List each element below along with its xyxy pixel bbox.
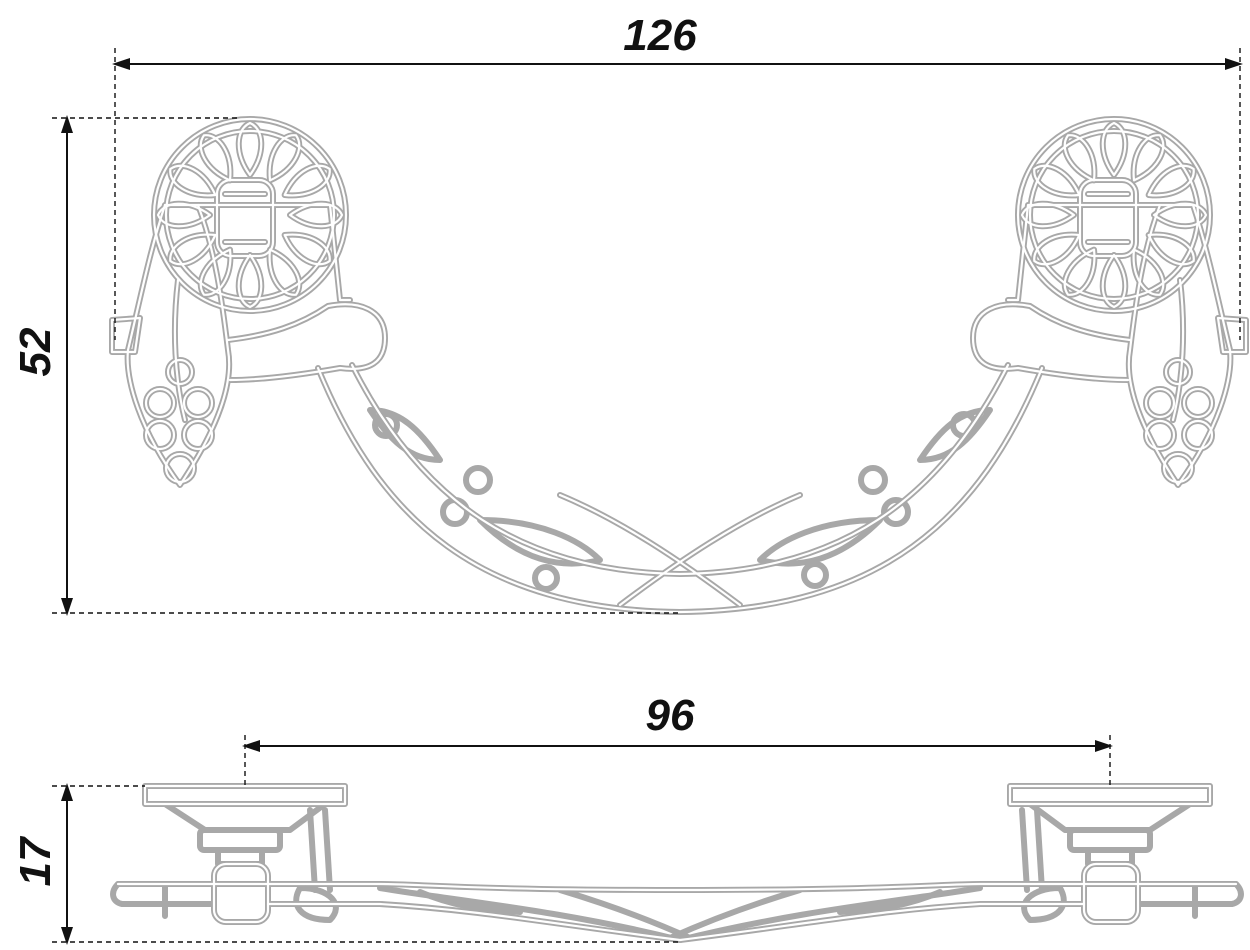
dimension-width [112,48,1243,340]
side-view-handle [110,783,1244,943]
depth-dimension-label: 17 [11,835,60,886]
dimension-height [52,115,680,616]
front-view-handle [112,119,1246,615]
dimension-depth [52,783,680,945]
hole-distance-dimension-label: 96 [646,691,695,740]
height-dimension-label: 52 [11,327,60,376]
width-dimension-label: 126 [623,11,697,60]
dimension-hole-distance [242,735,1113,786]
